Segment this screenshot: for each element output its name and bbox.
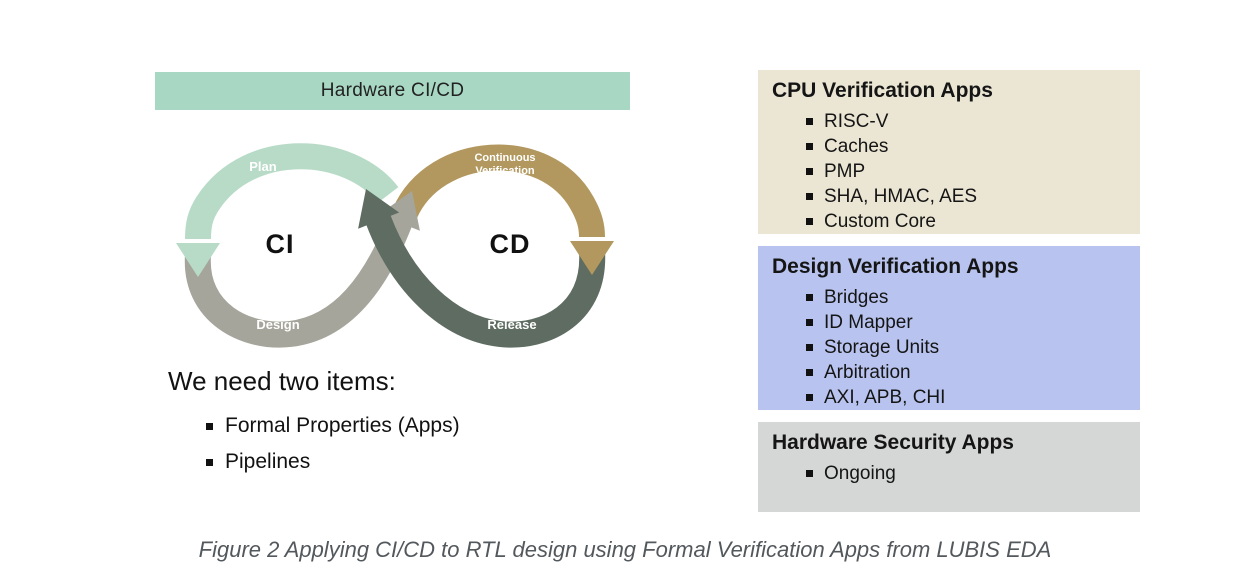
bullet-square-icon (206, 458, 213, 466)
continuous-label-line1: Continuous (474, 152, 535, 164)
list-item: Storage Units (806, 335, 1126, 360)
panel-list: RISC-V Caches PMP SHA, HMAC, AES Custom … (772, 109, 1126, 234)
design-arc (184, 216, 413, 348)
design-arrow-icon (378, 191, 420, 231)
list-item-label: SHA, HMAC, AES (824, 185, 978, 207)
list-item-label: Storage Units (824, 336, 940, 358)
bullet-square-icon (806, 470, 813, 477)
continuous-label-line2: Verification (475, 165, 535, 177)
cpu-verification-panel: CPU Verification Apps RISC-V Caches PMP … (758, 70, 1140, 234)
bullet-square-icon (806, 369, 813, 376)
release-arc (365, 214, 606, 348)
list-item-label: Custom Core (824, 210, 936, 232)
bullet-square-icon (806, 193, 813, 200)
needs-title: We need two items: (168, 366, 396, 396)
needs-list: Formal Properties (Apps) Pipelines (206, 408, 460, 480)
continuous-verification-arc (393, 144, 605, 238)
list-item-label: Formal Properties (Apps) (225, 414, 460, 437)
list-item: ID Mapper (806, 310, 1126, 335)
list-item-label: Ongoing (824, 462, 896, 484)
bullet-square-icon (806, 294, 813, 301)
panel-title: Hardware Security Apps (772, 431, 1014, 454)
bullet-square-icon (806, 394, 813, 401)
hardware-cicd-header: Hardware CI/CD (155, 72, 630, 110)
cicd-infinity-diagram: Plan Continuous Verification Design Rele… (176, 143, 614, 348)
list-item-label: Arbitration (824, 361, 911, 383)
list-item: PMP (806, 159, 1126, 184)
panel-title: Design Verification Apps (772, 255, 1019, 278)
ci-label: CI (266, 229, 295, 259)
panel-title: CPU Verification Apps (772, 79, 993, 102)
plan-arc (185, 143, 399, 240)
panel-list: Ongoing (772, 461, 1126, 486)
bullet-square-icon (806, 143, 813, 150)
list-item: Ongoing (806, 461, 1126, 486)
plan-label: Plan (249, 159, 277, 174)
design-label: Design (256, 317, 299, 332)
list-item-label: RISC-V (824, 110, 889, 132)
cd-label: CD (490, 229, 531, 259)
list-item: Arbitration (806, 360, 1126, 385)
release-label: Release (487, 317, 536, 332)
list-item-label: ID Mapper (824, 311, 913, 333)
list-item: Formal Properties (Apps) (206, 408, 460, 444)
continuous-verification-arrow-icon (570, 241, 614, 275)
list-item-label: Caches (824, 135, 889, 157)
list-item-label: Bridges (824, 286, 889, 308)
list-item: Caches (806, 134, 1126, 159)
list-item-label: Pipelines (225, 450, 311, 473)
list-item: AXI, APB, CHI (806, 385, 1126, 410)
release-arrow-icon (358, 189, 400, 229)
hardware-security-panel: Hardware Security Apps Ongoing (758, 422, 1140, 512)
bullet-square-icon (806, 118, 813, 125)
list-item: RISC-V (806, 109, 1126, 134)
bullet-square-icon (806, 218, 813, 225)
list-item: Custom Core (806, 209, 1126, 234)
bullet-square-icon (806, 319, 813, 326)
list-item: Pipelines (206, 444, 460, 480)
bullet-square-icon (806, 168, 813, 175)
bullet-square-icon (206, 422, 213, 430)
design-verification-panel: Design Verification Apps Bridges ID Mapp… (758, 246, 1140, 410)
plan-arrow-icon (176, 243, 220, 277)
bullet-square-icon (806, 344, 813, 351)
list-item: SHA, HMAC, AES (806, 184, 1126, 209)
panel-list: Bridges ID Mapper Storage Units Arbitrat… (772, 285, 1126, 410)
figure-caption: Figure 2 Applying CI/CD to RTL design us… (198, 537, 1052, 562)
list-item-label: PMP (824, 160, 866, 182)
list-item: Bridges (806, 285, 1126, 310)
list-item-label: AXI, APB, CHI (824, 386, 946, 408)
